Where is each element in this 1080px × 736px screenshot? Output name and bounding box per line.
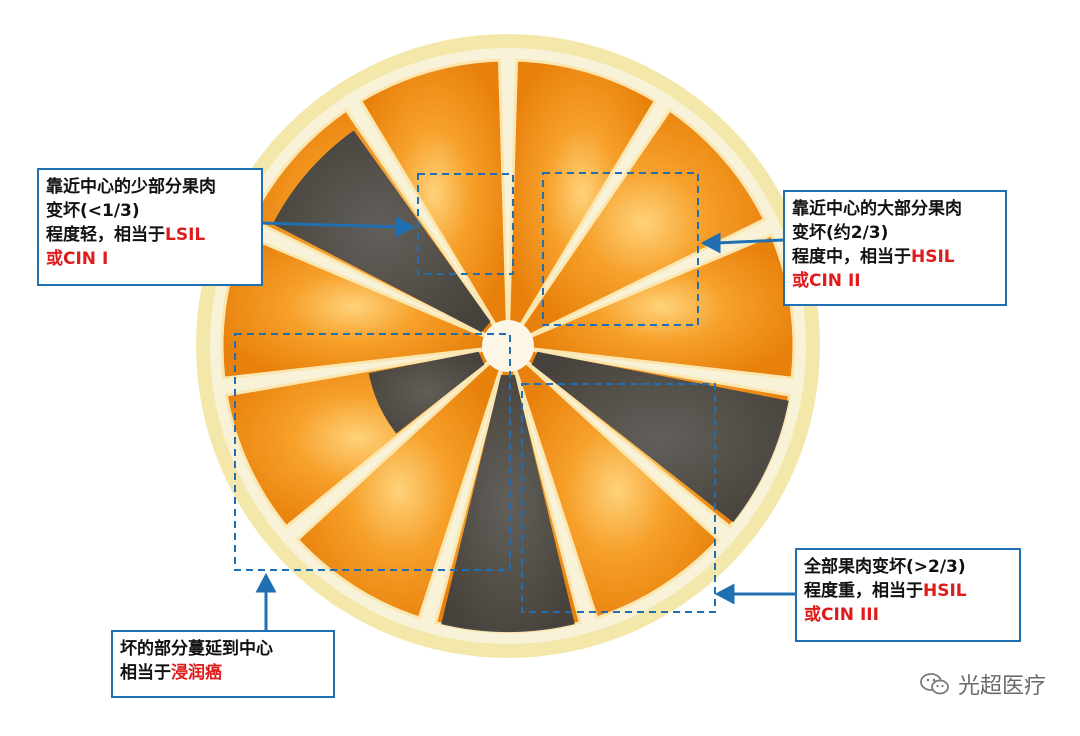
callout-hsil3-grade: 或CIN III — [804, 605, 879, 625]
arrow-hsil2-head — [700, 232, 721, 254]
callout-lsil: 靠近中心的少部分果肉 变坏(<1/3) 程度轻，相当于LSIL 或CIN I — [37, 168, 263, 286]
callout-hsil3: 全部果肉变坏(>2/3) 程度重，相当于HSIL 或CIN III — [795, 548, 1021, 642]
callout-hsil2-grade: 或CIN II — [792, 271, 861, 291]
callout-invasive-line2: 相当于 — [120, 663, 171, 683]
arrow-invasive-head — [255, 572, 277, 593]
wechat-icon — [920, 673, 949, 695]
orange-segment — [507, 58, 658, 328]
rotten-segment — [441, 375, 575, 632]
callout-hsil3-term: HSIL — [923, 581, 967, 601]
watermark: 光超医疗 — [920, 668, 1046, 700]
callout-lsil-grade: 或CIN I — [46, 249, 109, 269]
arrow-hsil3-head — [714, 583, 735, 605]
watermark-text: 光超医疗 — [957, 674, 1046, 699]
callout-hsil2: 靠近中心的大部分果肉 变坏(约2/3) 程度中，相当于HSIL 或CIN II — [783, 190, 1007, 306]
callout-invasive: 坏的部分蔓延到中心 相当于浸润癌 — [111, 630, 335, 698]
arrow-lsil-head — [395, 216, 416, 238]
rotten-segment — [272, 130, 491, 333]
callout-hsil2-line1: 靠近中心的大部分果肉 — [792, 199, 962, 219]
orange-segment — [358, 58, 509, 328]
arrow-hsil2 — [715, 238, 784, 245]
orange-segment — [519, 108, 767, 338]
rotten-segment — [531, 351, 789, 523]
callout-lsil-line2: 变坏(<1/3) — [46, 201, 140, 221]
orange-segments — [220, 58, 796, 634]
callout-invasive-term: 浸润癌 — [171, 663, 222, 683]
rotten-segment — [368, 351, 485, 434]
region-box-hsil3 — [521, 383, 716, 613]
callout-hsil3-line2: 程度重，相当于 — [804, 581, 923, 601]
callout-hsil2-line3: 程度中，相当于 — [792, 247, 911, 267]
orange-segment — [528, 233, 796, 380]
callout-invasive-line1: 坏的部分蔓延到中心 — [120, 639, 273, 659]
callout-hsil2-line2: 变坏(约2/3) — [792, 223, 889, 243]
region-box-invasive — [234, 333, 511, 571]
callout-lsil-line1: 靠近中心的少部分果肉 — [46, 177, 216, 197]
orange-core — [482, 320, 534, 372]
orange-segment — [513, 360, 721, 620]
arrow-lsil — [261, 221, 401, 229]
callout-hsil3-line1: 全部果肉变坏(>2/3) — [804, 557, 966, 577]
callout-lsil-term: LSIL — [165, 225, 206, 245]
callout-hsil2-term: HSIL — [911, 247, 955, 267]
callout-lsil-line3: 程度轻，相当于 — [46, 225, 165, 245]
region-box-hsil2 — [542, 172, 699, 326]
orange-segment — [295, 360, 503, 620]
region-box-lsil — [417, 173, 514, 275]
